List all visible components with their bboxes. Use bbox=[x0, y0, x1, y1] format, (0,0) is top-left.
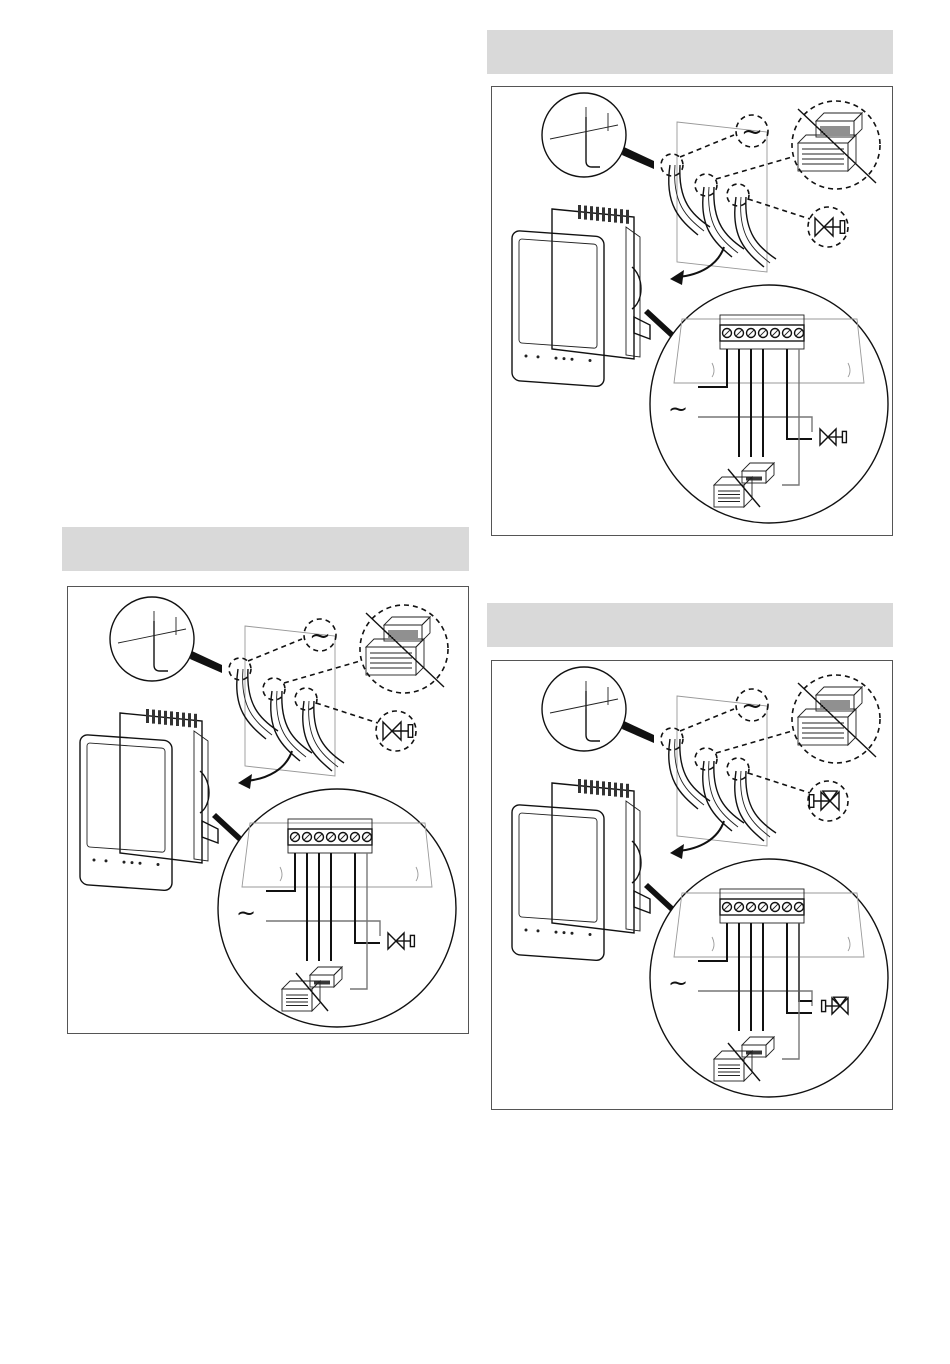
thermostat-screen bbox=[87, 743, 165, 852]
thermostat-button bbox=[589, 359, 592, 362]
diagram-root: ~~ bbox=[512, 667, 888, 1097]
dashed-leader bbox=[716, 731, 792, 753]
install-arrow bbox=[678, 821, 724, 851]
wiring-figure-left: ~~ bbox=[67, 586, 469, 1034]
thermostat-button bbox=[139, 862, 142, 865]
fancoil-unit-icon bbox=[714, 477, 752, 507]
terminal-zoom: ~ bbox=[218, 789, 456, 1027]
diagram-root: ~~ bbox=[80, 597, 456, 1027]
thermostat-front bbox=[80, 734, 172, 890]
section-header-bottom-right bbox=[487, 603, 893, 647]
wiring-diagram: ~~ bbox=[68, 587, 470, 1035]
fancoil-unit-icon bbox=[742, 463, 774, 483]
dashed-leader bbox=[284, 661, 360, 683]
strike-line bbox=[798, 683, 876, 757]
supply-symbol: ~ bbox=[741, 117, 763, 147]
strike-line bbox=[366, 613, 444, 687]
dashed-leader bbox=[680, 135, 734, 157]
three-way-valve-icon bbox=[822, 997, 848, 1014]
two-way-valve-icon bbox=[388, 933, 414, 949]
thermostat-button bbox=[157, 863, 160, 866]
install-arrow-head bbox=[238, 774, 252, 789]
thermostat-device bbox=[512, 205, 650, 387]
thermostat-front bbox=[512, 230, 604, 386]
thermostat-button bbox=[571, 358, 574, 361]
supply-symbol: ~ bbox=[668, 395, 688, 423]
thermostat-button bbox=[571, 932, 574, 935]
fancoil-unit-icon bbox=[714, 1051, 752, 1081]
terminal-zoom: ~ bbox=[650, 859, 888, 1097]
fancoil-unit-icon bbox=[310, 967, 342, 987]
zoom-leader bbox=[644, 309, 674, 337]
thermostat-button bbox=[563, 357, 566, 360]
thermostat-button bbox=[555, 931, 558, 934]
supply-symbol: ~ bbox=[741, 691, 763, 721]
supply-symbol: ~ bbox=[668, 969, 688, 997]
wiring-figure-top-right: ~~ bbox=[491, 86, 893, 536]
thermostat-screen bbox=[519, 239, 597, 348]
supply-symbol: ~ bbox=[309, 621, 331, 651]
install-arrow-head bbox=[670, 844, 684, 859]
dashed-leader bbox=[248, 639, 302, 661]
wiring-lines bbox=[698, 349, 812, 485]
thermostat-button bbox=[537, 929, 540, 932]
two-way-valve-icon bbox=[815, 218, 845, 236]
wiring-lines bbox=[266, 853, 380, 989]
section-header-top-right bbox=[487, 30, 893, 74]
thermostat-button bbox=[537, 355, 540, 358]
thermostat-button bbox=[589, 933, 592, 936]
thermostat-button bbox=[105, 859, 108, 862]
fancoil-unit-icon bbox=[798, 709, 856, 745]
thermostat-button bbox=[563, 931, 566, 934]
install-arrow bbox=[678, 247, 724, 277]
thermostat-button bbox=[555, 357, 558, 360]
wire-strip-detail bbox=[542, 93, 654, 177]
wiring-diagram: ~~ bbox=[492, 87, 894, 537]
dashed-leader bbox=[680, 709, 734, 731]
dashed-leader bbox=[316, 703, 378, 723]
thermostat-button bbox=[131, 861, 134, 864]
strike-line bbox=[798, 109, 876, 183]
thermostat-button bbox=[93, 858, 96, 861]
fancoil-unit-icon bbox=[798, 135, 856, 171]
thermostat-button bbox=[123, 861, 126, 864]
fancoil-unit-icon bbox=[742, 1037, 774, 1057]
supply-symbol: ~ bbox=[236, 899, 256, 927]
thermostat-device bbox=[512, 779, 650, 961]
dashed-leader bbox=[748, 773, 810, 793]
three-way-valve-icon bbox=[809, 791, 839, 810]
dashed-leader bbox=[716, 157, 792, 179]
dashed-leader bbox=[748, 199, 810, 219]
thermostat-button bbox=[525, 354, 528, 357]
fancoil-unit-icon bbox=[366, 639, 424, 675]
thermostat-screen bbox=[519, 813, 597, 922]
thermostat-device bbox=[80, 709, 218, 891]
two-way-valve-icon bbox=[383, 722, 413, 740]
zoom-leader bbox=[644, 883, 674, 911]
install-arrow bbox=[246, 751, 292, 781]
thermostat-button bbox=[525, 928, 528, 931]
fancoil-unit-icon bbox=[282, 981, 320, 1011]
terminal-zoom: ~ bbox=[650, 285, 888, 523]
diagram-root: ~~ bbox=[512, 93, 888, 523]
wire-strip-detail bbox=[110, 597, 222, 681]
two-way-valve-icon bbox=[820, 429, 846, 445]
zoom-leader bbox=[212, 813, 242, 841]
thermostat-front bbox=[512, 804, 604, 960]
section-header-left bbox=[62, 527, 469, 571]
wiring-lines bbox=[698, 923, 812, 1059]
wiring-diagram: ~~ bbox=[492, 661, 894, 1111]
wiring-figure-bottom-right: ~~ bbox=[491, 660, 893, 1110]
wire-strip-detail bbox=[542, 667, 654, 751]
install-arrow-head bbox=[670, 270, 684, 285]
